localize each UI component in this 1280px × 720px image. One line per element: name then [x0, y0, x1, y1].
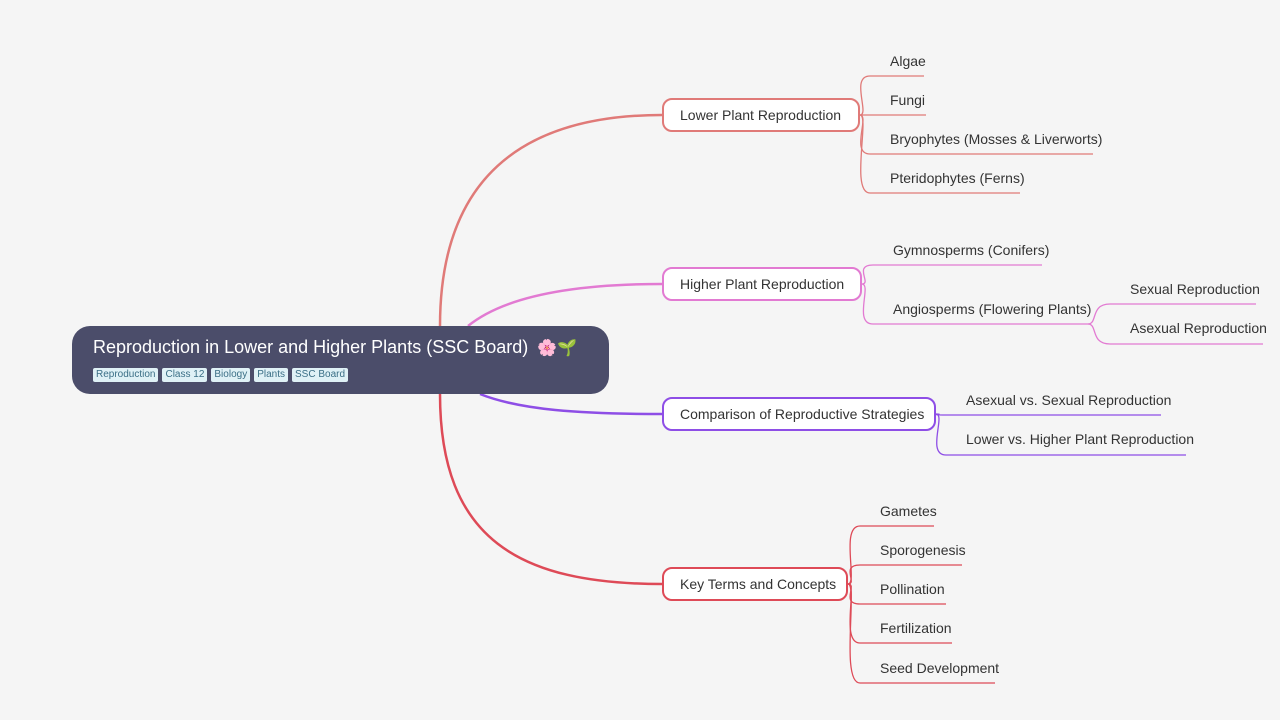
subtopic-pteridophytes[interactable]: Pteridophytes (Ferns) [890, 170, 1025, 186]
tag-list: Reproduction Class 12 Biology Plants SSC… [93, 368, 609, 382]
subtopic-asexual-reproduction[interactable]: Asexual Reproduction [1130, 320, 1267, 336]
tag-plants[interactable]: Plants [254, 368, 288, 382]
connector-sexual [1087, 303, 1256, 325]
connector-algae [859, 75, 924, 116]
tag-reproduction[interactable]: Reproduction [93, 368, 159, 382]
connector-asexual-vs-sexual [935, 413, 1161, 416]
connector-lower-vs-higher [935, 413, 1186, 456]
subtopic-gametes[interactable]: Gametes [880, 503, 937, 519]
flower-sprout-emoji: 🌸🌱 [537, 340, 578, 357]
connector-root-lower [438, 113, 663, 327]
connector-gymnosperms [861, 264, 1042, 285]
subtopic-fungi[interactable]: Fungi [890, 92, 926, 108]
topic-key-terms-and-concepts[interactable]: Key Terms and Concepts [662, 567, 848, 601]
tag-ssc-board[interactable]: SSC Board [292, 368, 349, 382]
subtopic-asexual-vs-sexual[interactable]: Asexual vs. Sexual Reproduction [966, 392, 1172, 408]
subtopic-sporogenesis[interactable]: Sporogenesis [880, 542, 966, 558]
subtopic-lower-vs-higher[interactable]: Lower vs. Higher Plant Reproduction [966, 431, 1195, 447]
connector-root-comparison [479, 392, 663, 416]
connector-sporogenesis [847, 564, 962, 585]
connector-angiosperms [861, 283, 1088, 325]
subtopic-sexual-reproduction[interactable]: Sexual Reproduction [1130, 281, 1260, 297]
subtopic-fertilization[interactable]: Fertilization [880, 620, 952, 636]
subtopic-bryophytes[interactable]: Bryophytes (Mosses & Liverworts) [890, 131, 1103, 147]
topic-comparison-of-strategies[interactable]: Comparison of Reproductive Strategies [662, 397, 936, 431]
subtopic-algae[interactable]: Algae [890, 53, 926, 69]
subtopic-seed-development[interactable]: Seed Development [880, 660, 1000, 676]
root-topic[interactable]: Reproduction in Lower and Higher Plants … [72, 326, 609, 394]
connector-seed-development [847, 583, 995, 684]
tag-biology[interactable]: Biology [211, 368, 251, 382]
topic-higher-plant-reproduction[interactable]: Higher Plant Reproduction [662, 267, 862, 301]
subtopic-angiosperms[interactable]: Angiosperms (Flowering Plants) [893, 301, 1092, 317]
connector-root-keyterms [438, 393, 663, 586]
root-title: Reproduction in Lower and Higher Plants … [93, 337, 578, 357]
connector-gametes [847, 525, 934, 585]
subtopic-pollination[interactable]: Pollination [880, 581, 945, 597]
topic-lower-plant-reproduction[interactable]: Lower Plant Reproduction [662, 98, 860, 132]
connector-asexual [1087, 323, 1263, 345]
subtopic-gymnosperms[interactable]: Gymnosperms (Conifers) [893, 242, 1050, 258]
tag-class-12[interactable]: Class 12 [162, 368, 208, 382]
connector-root-higher [467, 282, 663, 327]
connector-pteridophytes [859, 114, 1020, 194]
